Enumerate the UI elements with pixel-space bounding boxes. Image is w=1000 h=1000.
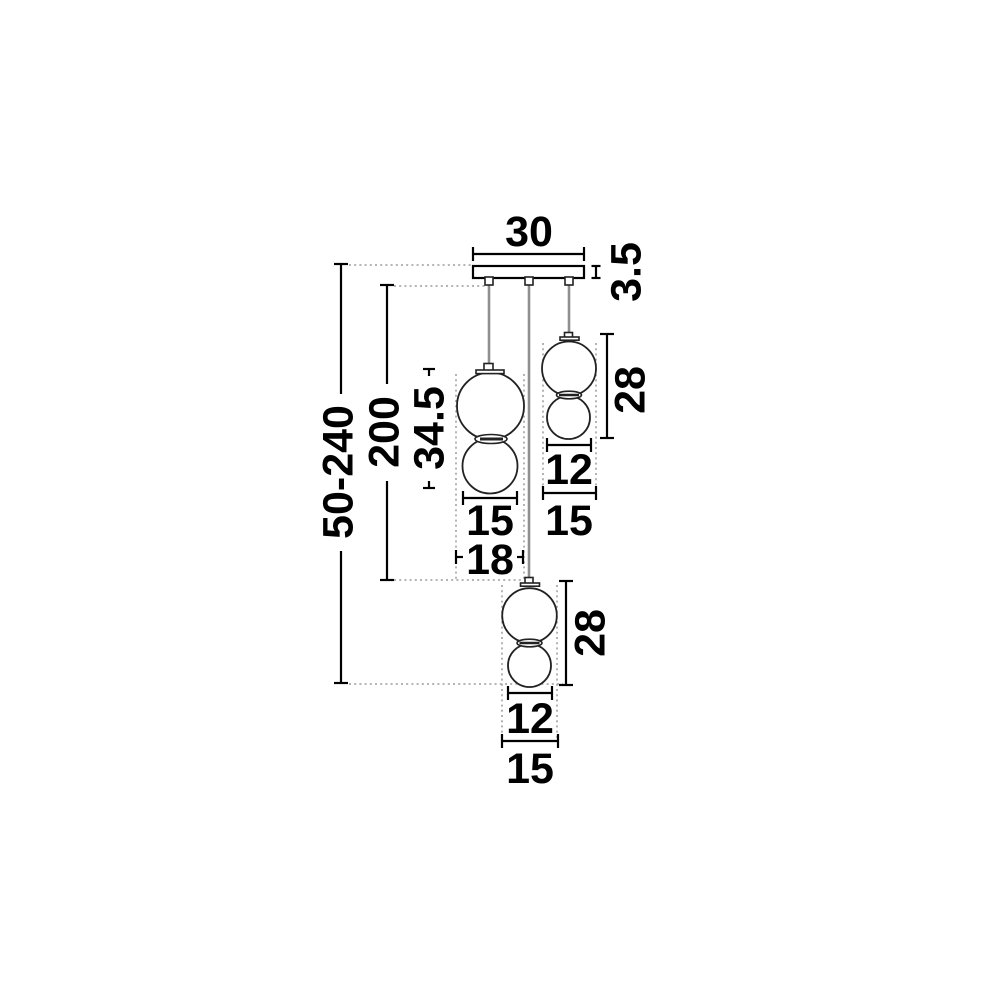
bottom-pendant-cap bbox=[519, 582, 541, 588]
suspension-cords bbox=[487, 285, 571, 580]
bottom-small-globe-label: 12 bbox=[506, 695, 554, 743]
dimension-left-large-globe: 18 bbox=[454, 536, 525, 584]
left-small-globe bbox=[461, 437, 519, 495]
dimension-right-small-globe: 12 bbox=[545, 438, 593, 494]
canopy-cord-grip-left bbox=[484, 276, 494, 286]
canopy-width-label: 30 bbox=[505, 208, 553, 256]
bottom-large-globe bbox=[501, 587, 558, 644]
right-pendant-guide-box bbox=[542, 343, 597, 492]
dimension-right-large-globe: 15 bbox=[541, 486, 598, 545]
ceiling-canopy bbox=[471, 264, 586, 286]
dimension-bottom-large-globe: 15 bbox=[500, 734, 560, 793]
right-pendant-cap bbox=[559, 336, 580, 342]
right-small-globe-label: 12 bbox=[545, 446, 593, 494]
bottom-small-globe bbox=[507, 643, 552, 688]
right-pendant-height-label: 28 bbox=[607, 366, 655, 414]
left-pendant bbox=[456, 362, 525, 495]
dimension-canopy-width: 30 bbox=[471, 208, 586, 261]
dimension-cord-drop: 200 bbox=[361, 283, 409, 582]
bottom-large-globe-label: 15 bbox=[506, 745, 554, 793]
right-small-globe bbox=[546, 395, 591, 440]
overall-height-label: 50-240 bbox=[315, 405, 363, 539]
canopy-cord-grip-right bbox=[564, 276, 574, 286]
cord-drop-label: 200 bbox=[361, 396, 409, 468]
right-large-globe-label: 15 bbox=[545, 497, 593, 545]
dimension-overall-height: 50-240 bbox=[315, 262, 363, 685]
left-pendant-cap bbox=[475, 369, 505, 375]
left-small-globe-label: 15 bbox=[466, 497, 514, 545]
dimension-bottom-pendant-height: 28 bbox=[559, 579, 615, 687]
bottom-pendant bbox=[501, 576, 558, 688]
dimension-right-pendant-height: 28 bbox=[600, 332, 655, 440]
bottom-pendant-height-label: 28 bbox=[567, 609, 615, 657]
canopy-cord-grip-middle bbox=[524, 276, 534, 286]
right-pendant bbox=[541, 331, 597, 440]
canopy-thickness-label: 3.5 bbox=[603, 242, 651, 302]
dimension-left-small-globe: 15 bbox=[461, 491, 519, 545]
left-pendant-height-label: 34.5 bbox=[406, 386, 454, 470]
right-large-globe bbox=[541, 340, 597, 397]
dimension-left-pendant-height: 34.5 bbox=[406, 367, 454, 490]
left-large-globe bbox=[456, 371, 525, 441]
dimension-bottom-small-globe: 12 bbox=[506, 686, 554, 743]
dimension-canopy-thickness: 3.5 bbox=[591, 242, 651, 302]
left-large-globe-label: 18 bbox=[466, 536, 514, 584]
